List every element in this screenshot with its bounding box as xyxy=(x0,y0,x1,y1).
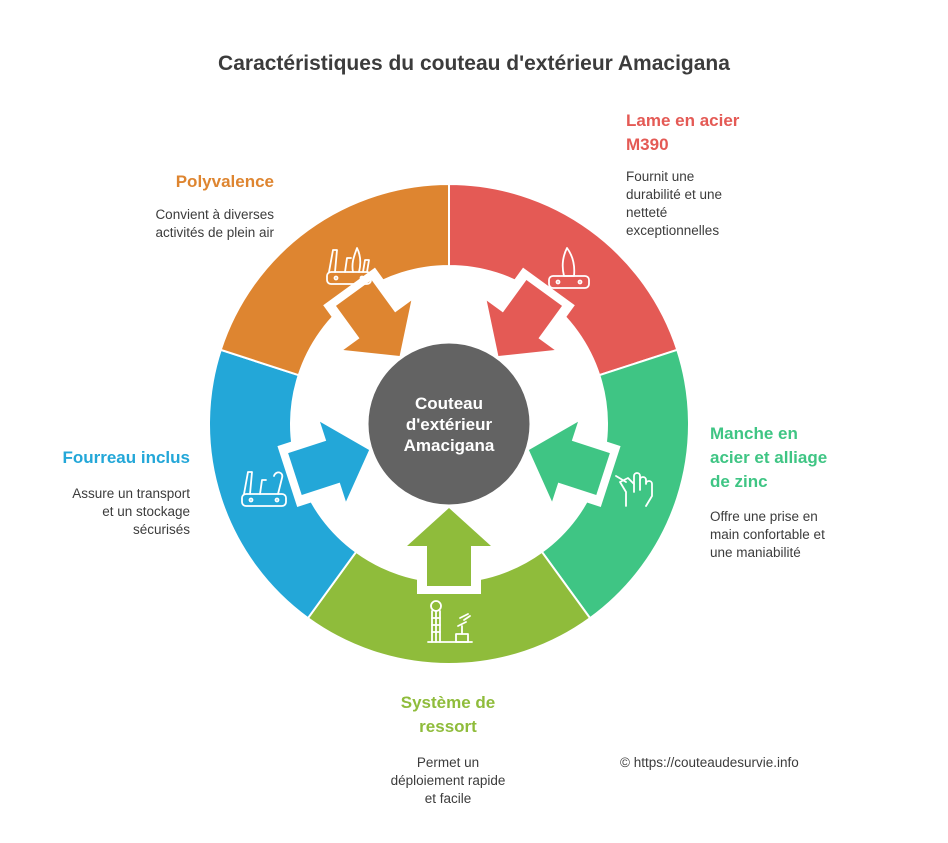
arrow-lame xyxy=(482,267,575,357)
desc-line: Permet un xyxy=(416,755,480,770)
title-line: ressort xyxy=(419,717,477,736)
segment-title-polyvalence: Polyvalence xyxy=(74,170,274,194)
desc-line: une maniabilité xyxy=(710,545,801,560)
arrow-ressort xyxy=(397,508,501,594)
segment-title-manche: Manche en acier et alliage de zinc xyxy=(710,422,827,494)
ring-segment-fourreau xyxy=(208,348,358,620)
arrow-fourreau xyxy=(277,414,370,514)
desc-line: exceptionnelles xyxy=(626,223,720,238)
arrow-head xyxy=(528,421,610,502)
title-line: de zinc xyxy=(710,472,768,491)
knife-blade-icon xyxy=(548,247,590,289)
center-label-line: Amacigana xyxy=(404,436,495,455)
title-line: Fourreau inclus xyxy=(62,448,190,467)
title-line: Manche en xyxy=(710,424,798,443)
source-credit: © https://couteaudesurvie.info xyxy=(620,755,799,770)
arrow-head xyxy=(335,280,412,357)
center-hub xyxy=(365,340,533,508)
center-label-line: Couteau xyxy=(415,394,483,413)
segment-desc-manche: Offre une prise en main confortable et u… xyxy=(710,508,825,562)
desc-line: netteté xyxy=(626,205,668,220)
title-line: M390 xyxy=(626,135,669,154)
arrow-head xyxy=(486,280,563,357)
arrow-manche xyxy=(528,414,621,514)
title-line: acier et alliage xyxy=(710,448,828,467)
center-label-line: d'extérieur xyxy=(406,415,493,434)
desc-line: Offre une prise en xyxy=(710,509,818,524)
arrows xyxy=(277,267,621,594)
arrow-polyvalence xyxy=(323,267,416,357)
desc-line: durabilité et une xyxy=(626,187,723,202)
title-line: Système de xyxy=(400,693,496,712)
segment-desc-polyvalence: Convient à diverses activités de plein a… xyxy=(74,206,274,242)
title-line: Lame en acier xyxy=(626,111,740,130)
diagram-title: Caractéristiques du couteau d'extérieur … xyxy=(218,52,730,75)
segment-desc-lame: Fournit une durabilité et une netteté ex… xyxy=(626,168,722,240)
desc-line: Convient à diverses xyxy=(155,207,274,222)
desc-line: et un stockage xyxy=(102,504,190,519)
desc-line: Fournit une xyxy=(626,169,695,184)
multitool-icon xyxy=(326,247,372,285)
ring-segment-ressort xyxy=(306,550,592,665)
segment-title-ressort: Système de ressort xyxy=(348,691,548,739)
ring-segment-lame xyxy=(448,182,679,377)
segment-title-lame: Lame en acier M390 xyxy=(626,109,739,157)
desc-line: déploiement rapide xyxy=(390,773,506,788)
segment-desc-ressort: Permet un déploiement rapide et facile xyxy=(348,754,548,808)
desc-line: sécurisés xyxy=(132,522,190,537)
icons xyxy=(241,247,653,643)
desc-line: et facile xyxy=(424,791,472,806)
ring-segment-manche xyxy=(540,348,690,620)
arrow-head xyxy=(288,421,370,502)
hand-grip-icon xyxy=(615,472,653,507)
segment-title-fourreau: Fourreau inclus xyxy=(20,446,190,470)
desc-line: main confortable et xyxy=(710,527,825,542)
title-line: Polyvalence xyxy=(175,172,274,191)
desc-line: activités de plein air xyxy=(155,225,274,240)
spring-mechanism-icon xyxy=(427,600,473,643)
segment-desc-fourreau: Assure un transport et un stockage sécur… xyxy=(20,485,190,539)
arrow-head xyxy=(407,508,491,586)
desc-line: Assure un transport xyxy=(72,486,190,501)
sheathed-knife-icon xyxy=(241,471,287,507)
